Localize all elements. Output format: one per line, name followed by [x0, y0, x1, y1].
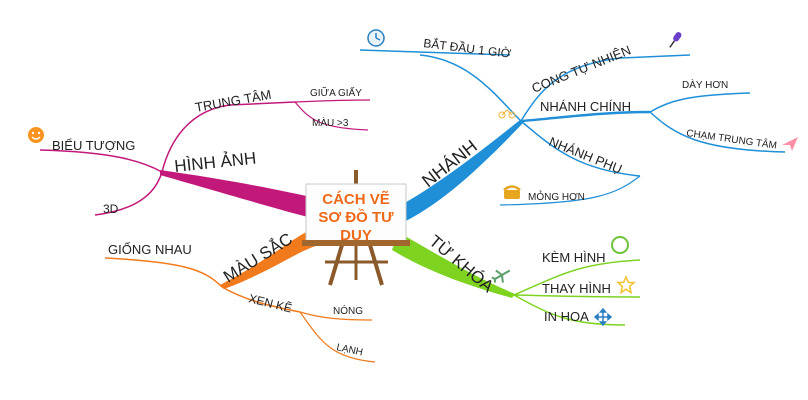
branch-mau-sac: MÀU SẮC GIỐNG NHAU XEN KẼ NÓNG LẠNH [104, 229, 376, 363]
link-mau-3 [294, 101, 369, 131]
center-line-3: DUY [340, 227, 372, 244]
smiley-icon [28, 127, 44, 143]
link-cham-trung-tam [649, 111, 786, 153]
label-day-hon: DÀY HƠN [682, 78, 728, 91]
label-trung-tam: TRUNG TÂM [194, 87, 272, 115]
telephone-icon [503, 185, 521, 199]
label-giong-nhau: GIỐNG NHAU [108, 242, 192, 257]
link-giua-giay [294, 99, 371, 103]
bicycle-icon [498, 109, 516, 119]
link-kem-hinh [513, 259, 641, 296]
move-arrows-icon [593, 307, 613, 327]
underline-bat-dau [359, 49, 511, 56]
easel-icon [302, 170, 410, 286]
main-branch-tu-khoa [392, 232, 515, 298]
main-branch-mau-sac [220, 230, 316, 289]
paper-plane-icon [782, 137, 798, 151]
link-nong [299, 311, 373, 321]
label-bat-dau: BẮT ĐẦU 1 GIỜ [423, 35, 513, 61]
link-trung-tam [161, 101, 296, 173]
branch-nhanh: NHÁNH BẮT ĐẦU 1 GIỜ CONG TỰ NHIÊN NHÁNH … [359, 35, 786, 225]
main-branch-nhanh [392, 120, 523, 225]
label-lanh: LẠNH [335, 342, 363, 358]
link-lanh [299, 311, 376, 363]
label-in-hoa: IN HOA [544, 309, 589, 324]
label-mong-hon: MỎNG HƠN [528, 190, 585, 203]
clock-icon [367, 29, 385, 47]
link-mong-hon [499, 175, 641, 206]
label-nhanh-chinh: NHÁNH CHÍNH [540, 99, 631, 114]
star-icon [616, 275, 636, 295]
label-cong-tu-nhien: CONG TỰ NHIÊN [530, 42, 633, 95]
label-nhanh-phu: NHÁNH PHỤ [547, 134, 624, 177]
center-line-1: CÁCH VẼ [322, 190, 390, 208]
label-3d: 3D [103, 202, 119, 216]
link-bieu-tuong [39, 149, 163, 173]
label-mau-3: MÀU >3 [312, 116, 349, 129]
label-bieu-tuong: BIỂU TƯỢNG [52, 138, 135, 153]
label-hinh-anh: HÌNH ẢNH [173, 148, 257, 175]
main-branch-hinh-anh [160, 170, 315, 218]
label-xem-ke: XEN KẼ [247, 291, 293, 315]
center-line-2: SƠ ĐỒ TƯ [318, 208, 394, 226]
label-nong: NÓNG [333, 304, 363, 317]
label-kem-hinh: KÈM HÌNH [542, 250, 606, 265]
link-thay-hinh [513, 294, 641, 298]
link-day-hon [649, 92, 751, 113]
link-nhanh-chinh [520, 110, 651, 123]
link-nhanh-phu [520, 120, 641, 177]
label-giua-giay: GIỮA GIẤY [310, 86, 362, 99]
airplane-icon [491, 269, 511, 283]
link-in-hoa [513, 294, 626, 326]
microphone-icon [669, 32, 682, 48]
label-thay-hinh: THAY HÌNH [542, 281, 611, 296]
link-cong-tu-nhien [520, 54, 691, 122]
link-3d [94, 171, 163, 216]
link-giong-nhau [104, 257, 223, 288]
circle-icon [611, 236, 629, 254]
center-topic: CÁCH VẼ SƠ ĐỒ TƯ DUY [302, 170, 410, 286]
link-xem-ke [221, 286, 301, 313]
